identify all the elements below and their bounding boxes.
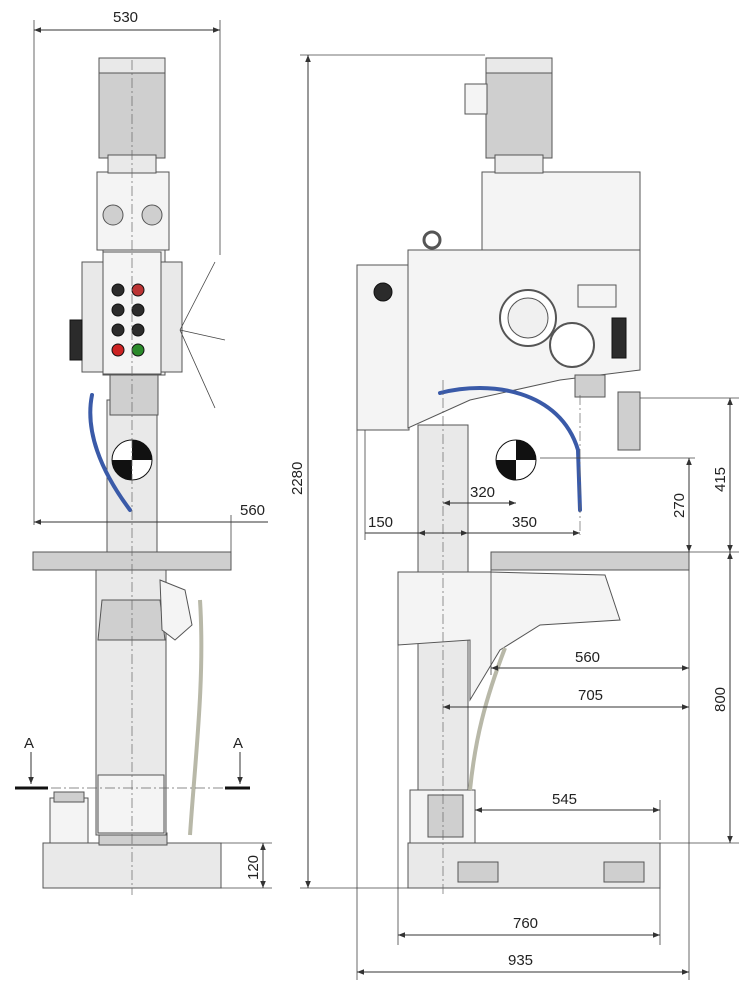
front-view: A A 530 560 120 bbox=[15, 9, 272, 895]
dim-front-table-width: 560 bbox=[240, 502, 265, 519]
dim-spindle-to-table: 415 bbox=[712, 467, 729, 492]
front-table-bracket bbox=[159, 579, 193, 641]
side-table bbox=[490, 551, 690, 571]
dim-front-base-height: 120 bbox=[245, 855, 262, 880]
side-view: 2280 320 150 350 270 415 800 560 705 54 bbox=[289, 54, 739, 980]
front-coolant-hose bbox=[88, 393, 132, 512]
dim-spindle-reach: 320 bbox=[470, 484, 495, 501]
front-coolant-pump bbox=[49, 797, 89, 844]
side-gearbox bbox=[481, 171, 641, 251]
dim-base-length: 760 bbox=[513, 915, 538, 932]
section-label-right: A bbox=[233, 735, 243, 752]
dim-table-arm-705: 705 bbox=[578, 687, 603, 704]
dim-table-arm-560: 560 bbox=[575, 649, 600, 666]
section-label-left: A bbox=[24, 735, 34, 752]
dim-spindle-stroke: 270 bbox=[671, 493, 688, 518]
dim-total-height: 2280 bbox=[289, 462, 306, 495]
dim-front-width: 530 bbox=[113, 9, 138, 26]
side-table-arm bbox=[397, 571, 621, 702]
front-button bbox=[111, 283, 125, 297]
dim-base-slot: 545 bbox=[552, 791, 577, 808]
side-coolant-hose bbox=[438, 386, 582, 512]
dim-table-height: 800 bbox=[712, 687, 729, 712]
dim-spindle-to-table-edge: 350 bbox=[512, 514, 537, 531]
dim-total-depth: 935 bbox=[508, 952, 533, 969]
dim-column-offset: 150 bbox=[368, 514, 393, 531]
side-coolant-pump bbox=[427, 794, 464, 838]
